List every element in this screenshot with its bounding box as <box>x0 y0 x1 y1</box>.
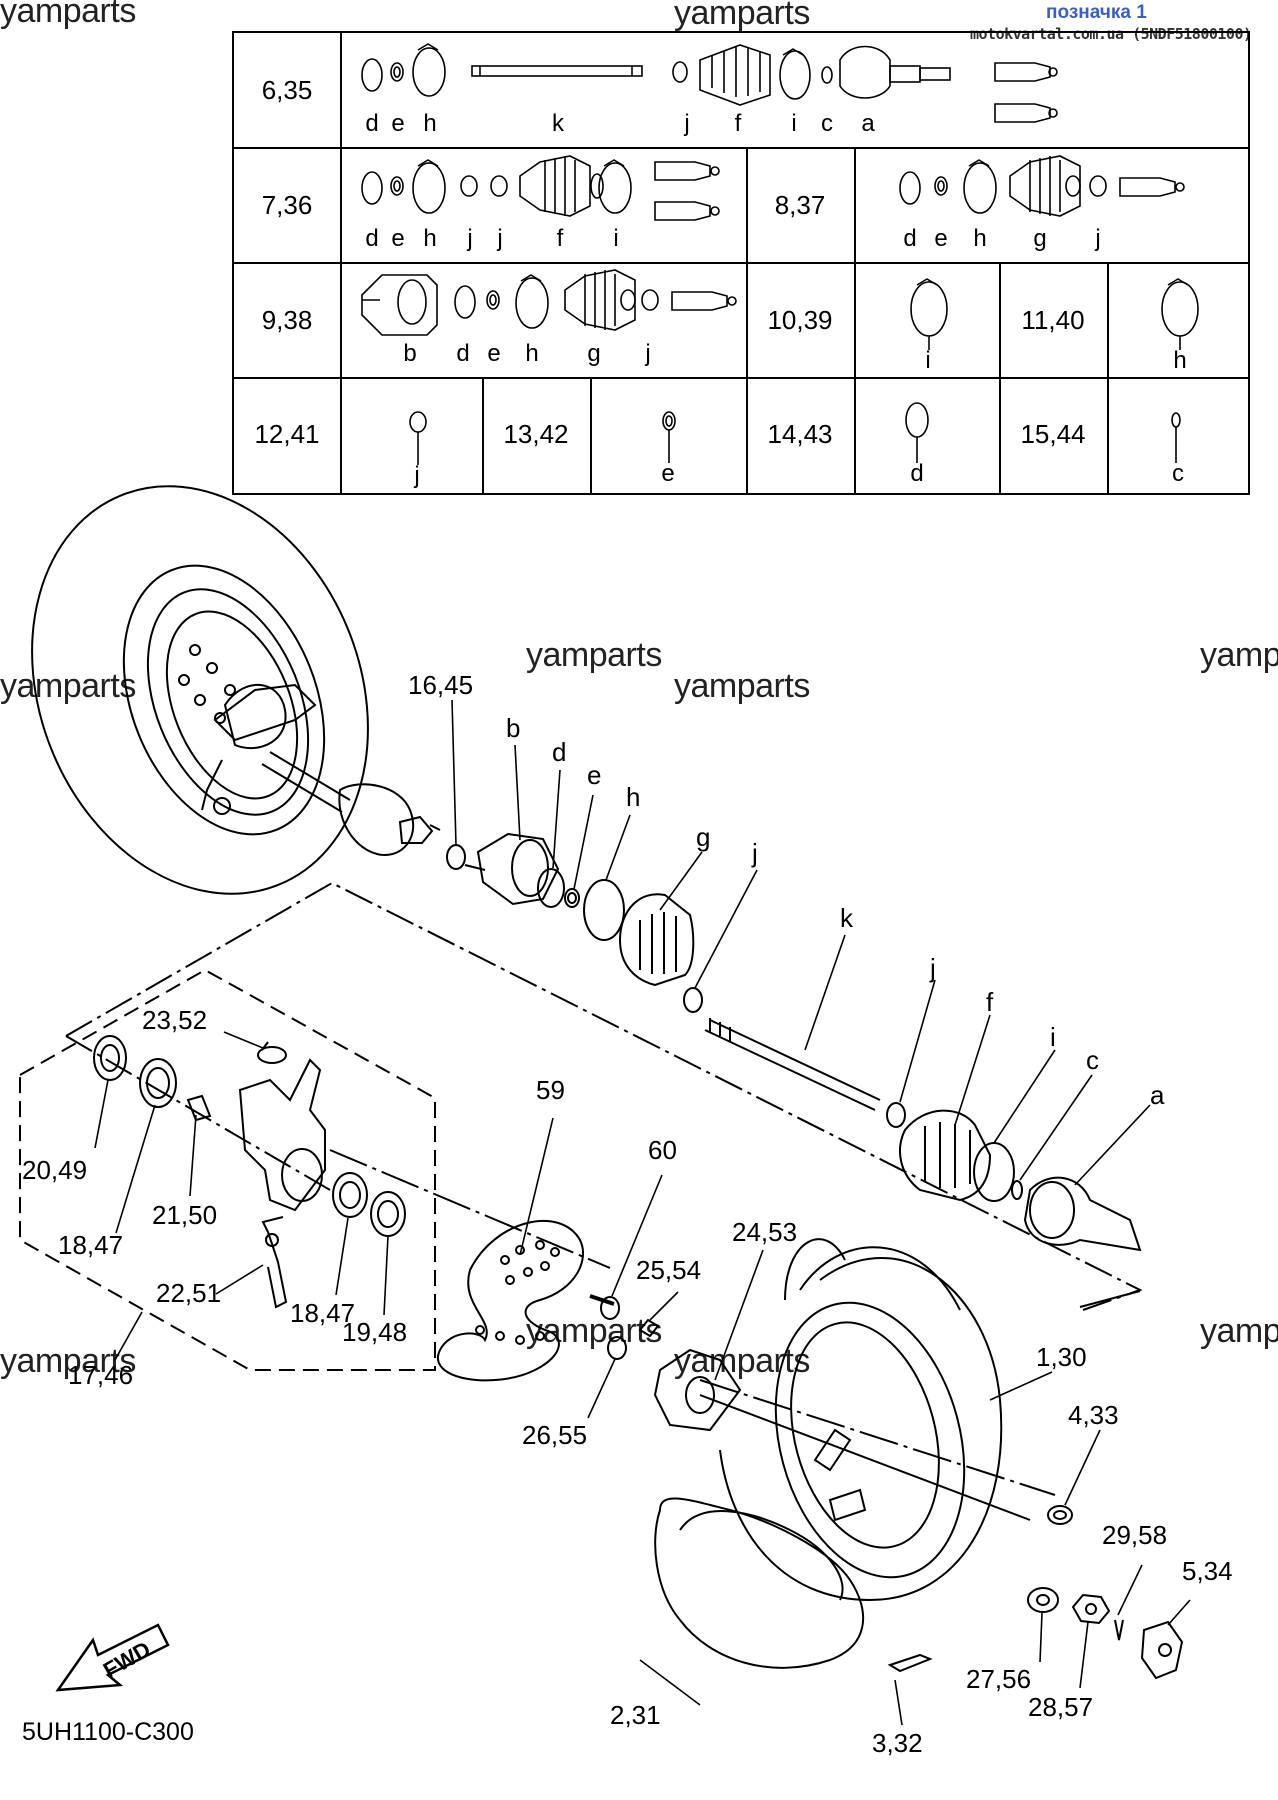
callout: 60 <box>648 1135 677 1165</box>
callout: 59 <box>536 1075 565 1105</box>
callout: 23,52 <box>142 1005 208 1035</box>
part-letter: e <box>487 340 501 367</box>
watermark: yamparts <box>1200 636 1278 674</box>
part-letter: d <box>365 225 379 252</box>
kit-ref: 6,35 <box>261 75 313 105</box>
part-letter: f <box>556 225 564 252</box>
part-letter: j <box>497 225 503 252</box>
front-wheel-assembly <box>31 485 441 895</box>
header-source: motokvartal.com.ua (5NDF51800100) <box>970 25 1252 43</box>
callout: 28,57 <box>1028 1692 1094 1722</box>
part-letter: e <box>661 460 675 487</box>
part-letter: k <box>552 110 564 137</box>
callout: 27,56 <box>966 1664 1032 1694</box>
watermark: yamparts <box>674 0 810 32</box>
callout: 18,47 <box>290 1298 356 1328</box>
part-letter: i <box>613 225 619 252</box>
kit-ref: 8,37 <box>774 190 826 220</box>
kit-ref: 14,43 <box>767 419 833 449</box>
callout: 29,58 <box>1102 1520 1168 1550</box>
part-letter: h <box>973 225 987 252</box>
brake-disc <box>437 1219 585 1382</box>
part-letter: d <box>910 460 924 487</box>
kit-ref: 9,38 <box>261 305 313 335</box>
callout: 2,31 <box>610 1700 661 1730</box>
kit-icons <box>361 43 1199 465</box>
kit-ref: 12,41 <box>254 419 320 449</box>
callout: 16,45 <box>408 670 474 700</box>
part-letter: j <box>414 462 420 489</box>
callout: 18,47 <box>58 1230 124 1260</box>
callout: 4,33 <box>1068 1400 1119 1430</box>
callout: 17,46 <box>68 1360 134 1390</box>
callout: c <box>1086 1045 1099 1075</box>
kit-ref: 10,39 <box>767 305 833 335</box>
kit-ref: 7,36 <box>261 190 313 220</box>
diagram-code: 5UH1100-C300 <box>22 1718 194 1746</box>
drive-shaft-assembly <box>446 832 1142 1252</box>
header-label[interactable]: позначка 1 <box>1046 2 1147 23</box>
callout: 5,34 <box>1182 1556 1233 1586</box>
knuckle-group <box>93 1035 611 1309</box>
watermark: yamparts <box>0 0 136 30</box>
kit-ref: 11,40 <box>1021 305 1085 335</box>
part-letter: a <box>861 110 875 137</box>
part-letter: h <box>423 225 437 252</box>
watermark: yamparts <box>0 667 136 705</box>
callout: h <box>626 782 641 812</box>
part-letter: i <box>791 110 797 137</box>
part-letter: j <box>467 225 473 252</box>
callout: e <box>587 760 602 790</box>
kit-ref: 15,44 <box>1020 419 1086 449</box>
callout: j <box>752 838 758 868</box>
callout: 22,51 <box>156 1278 222 1308</box>
watermark: yamparts <box>526 636 662 674</box>
callout: i <box>1050 1022 1056 1052</box>
callout: 1,30 <box>1036 1342 1087 1372</box>
part-letter: j <box>684 110 690 137</box>
callout: g <box>696 822 711 852</box>
part-letter: d <box>456 340 470 367</box>
callout: f <box>986 987 994 1017</box>
part-letter: c <box>821 110 833 137</box>
kit-table: 6,35 7,36 8,37 9,38 10,39 11,40 12,41 13… <box>232 31 1250 495</box>
part-letter: g <box>587 340 601 367</box>
part-letter: b <box>403 340 417 367</box>
kit-ref: 13,42 <box>503 419 569 449</box>
fwd-arrow <box>55 1623 170 1692</box>
callout: 21,50 <box>152 1200 218 1230</box>
watermark: yamparts <box>0 1342 136 1380</box>
callout: b <box>506 713 521 743</box>
callout: j <box>930 953 936 983</box>
part-letter: h <box>525 340 539 367</box>
callout: d <box>552 737 567 767</box>
part-letter: d <box>903 225 917 252</box>
wheel <box>654 1238 1003 1669</box>
part-letter: g <box>1033 225 1047 252</box>
part-letter: e <box>391 225 405 252</box>
callout: 25,54 <box>636 1255 702 1285</box>
callout: 3,32 <box>872 1728 923 1758</box>
part-letter: j <box>1095 225 1101 252</box>
part-letter: e <box>391 110 405 137</box>
part-letter: h <box>1173 347 1187 374</box>
watermark: yamparts <box>1200 1312 1278 1350</box>
part-letter: h <box>423 110 437 137</box>
callout: k <box>840 903 853 933</box>
callout: a <box>1150 1080 1165 1110</box>
part-letter: i <box>925 347 931 374</box>
part-letter: c <box>1172 460 1184 487</box>
callout: 20,49 <box>22 1155 88 1185</box>
callout: 19,48 <box>342 1317 408 1347</box>
leader-lines <box>94 699 1191 1726</box>
watermark: yamparts <box>674 667 810 705</box>
part-letter: d <box>365 110 379 137</box>
callout: 26,55 <box>522 1420 588 1450</box>
part-letter: f <box>734 110 742 137</box>
part-letter: e <box>934 225 948 252</box>
callout: 24,53 <box>732 1217 798 1247</box>
part-letter: j <box>645 340 651 367</box>
